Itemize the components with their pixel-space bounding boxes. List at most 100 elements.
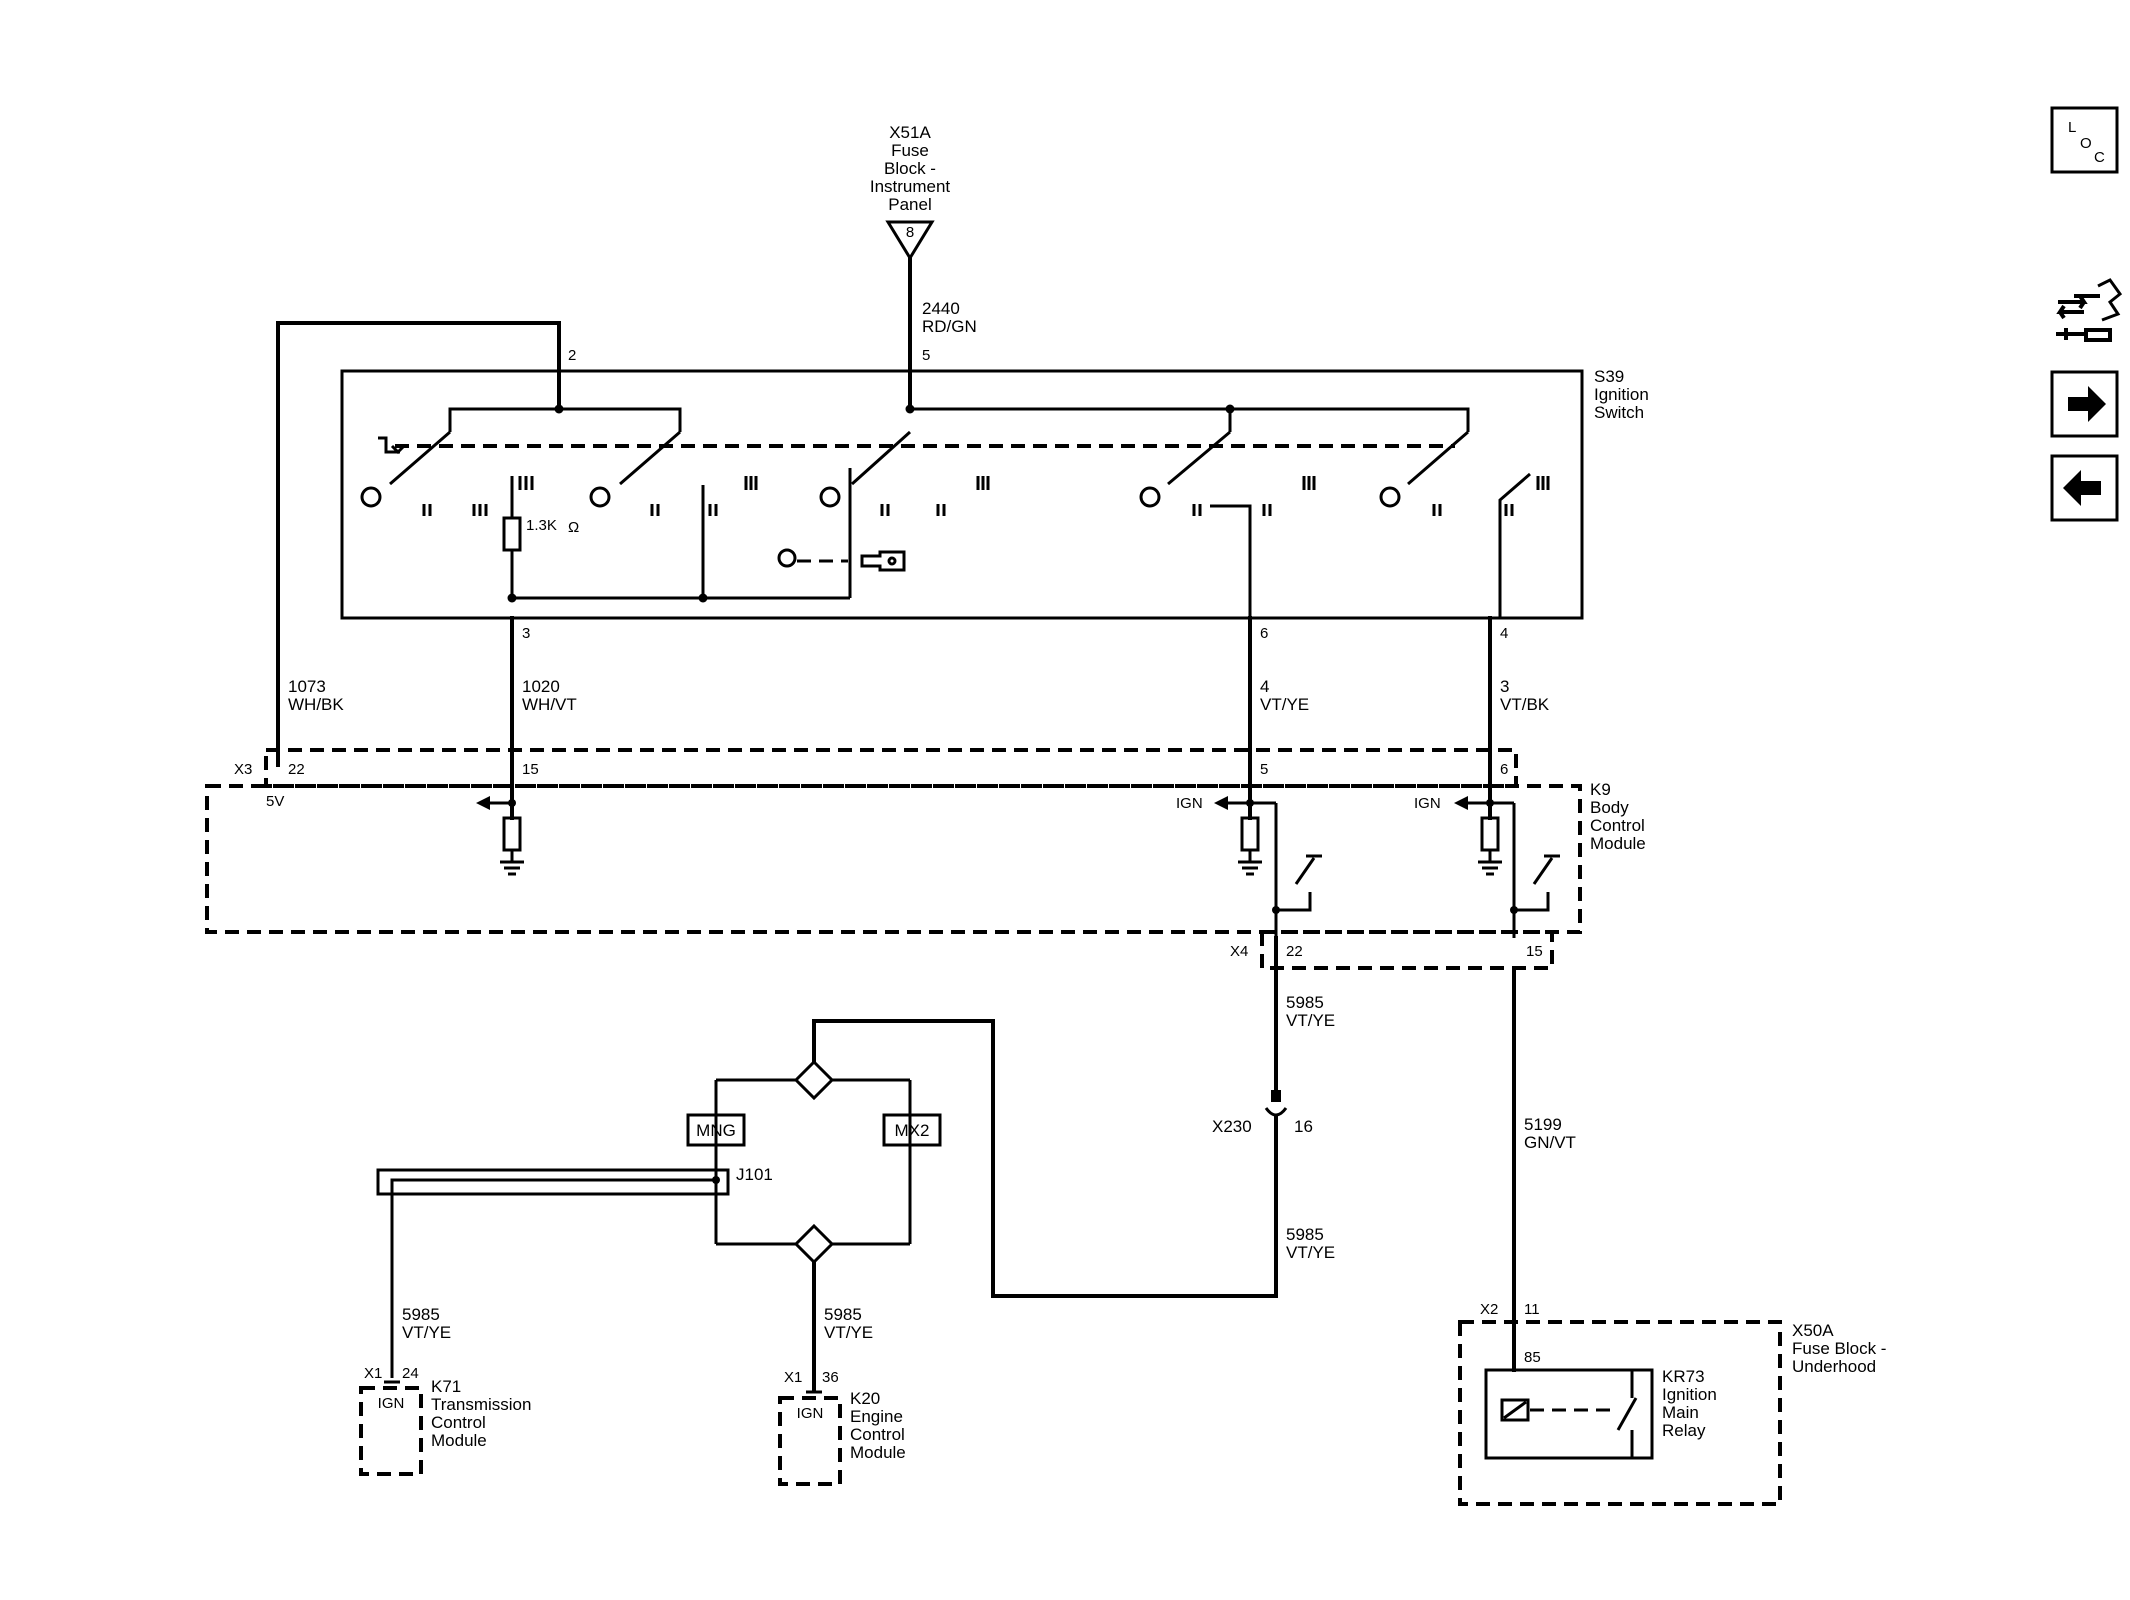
fuse-block-ip-label-1: X51A: [889, 123, 931, 142]
connector-tool-icon: [2056, 278, 2123, 342]
connector-female: [1264, 1107, 1288, 1117]
bcm-pulldown-resistor: [502, 816, 522, 852]
junction-dot: [905, 404, 915, 414]
wire-2440-circuit: 2440: [922, 299, 960, 318]
tcm-wire-circuit: 5985: [402, 1305, 440, 1324]
bcm-box: [205, 784, 1582, 934]
junction-dot: [1272, 906, 1280, 914]
ignition-switch-box: [340, 369, 1584, 620]
ecm-label-1: K20: [850, 1389, 880, 1408]
resistor-unit: Ω: [568, 519, 579, 536]
fuse-pin-label: 8: [906, 224, 914, 241]
engine-control-module: X1 36 IGN K20 Engine Control Module: [778, 1369, 906, 1486]
switch-arm-4: [1167, 430, 1231, 486]
splice-mx2-tag: [882, 1113, 942, 1147]
bcm-ign-label-1: IGN: [1176, 795, 1203, 812]
wire-5985-b-circuit: 5985: [1286, 1225, 1324, 1244]
wire-3-color: VT/BK: [1500, 695, 1550, 714]
wire-5199-color: GN/VT: [1524, 1133, 1576, 1152]
tcm-ign-label: IGN: [378, 1395, 405, 1412]
inline-connector-x230: X230 16: [1212, 1090, 1313, 1136]
bcm-label-1: K9: [1590, 780, 1611, 799]
resistor-value: 1.3K: [526, 517, 557, 534]
junction-dot: [1225, 404, 1235, 414]
bcm-label-3: Control: [1590, 816, 1645, 835]
wire-1020-circuit: 1020: [522, 677, 560, 696]
bcm-ign-label-2: IGN: [1414, 795, 1441, 812]
key-contact: [777, 548, 797, 568]
switch-bus-right: [910, 407, 1470, 432]
wire-5985-lower: [812, 1019, 1278, 1298]
wire-1073-circuit: 1073: [288, 677, 326, 696]
bcm-x3-pin-22: 22: [288, 761, 305, 778]
ignition-pin-4: 4: [1500, 625, 1508, 642]
bcm-input-arrow: [476, 796, 490, 810]
switch-contact-off: [360, 486, 382, 508]
splice-mng-tag: [686, 1113, 746, 1147]
tcm-pin-label: 24: [402, 1365, 419, 1382]
bcm-label-4: Module: [1590, 834, 1646, 853]
wire-5199-circuit: 5199: [1524, 1115, 1562, 1134]
splice-pack-j101: MNG MX2 J101: [376, 1059, 942, 1378]
ignition-pin-5: 5: [922, 347, 930, 364]
relay-label-3: Main: [1662, 1403, 1699, 1422]
wire-4-color: VT/YE: [1260, 695, 1309, 714]
bcm-switch-arm: [1532, 857, 1554, 885]
loc-button[interactable]: L O C: [2050, 106, 2119, 174]
switch-contact-off: [1379, 486, 1401, 508]
wire-5985-a-circuit: 5985: [1286, 993, 1324, 1012]
body-control-module: X3 22 15 5 6 K9 Body Control Module 5V I…: [205, 748, 1646, 970]
tcm-box: [359, 1386, 423, 1476]
ignition-switch-label-2: Ignition: [1594, 385, 1649, 404]
switch-bus-left: [448, 407, 682, 432]
switch-contact-off: [819, 486, 841, 508]
ecm-wire-color: VT/YE: [824, 1323, 873, 1342]
tcm-label-4: Module: [431, 1431, 487, 1450]
bcm-pulldown-resistor: [1240, 816, 1260, 852]
x230-label: X230: [1212, 1117, 1252, 1136]
splice-mx2-label: MX2: [895, 1121, 930, 1140]
wire-5985-b-color: VT/YE: [1286, 1243, 1335, 1262]
connector-tool-button[interactable]: [2056, 278, 2123, 342]
switch-arm-1: [389, 430, 451, 486]
tcm-wire-color: VT/YE: [402, 1323, 451, 1342]
switch-contact-off: [1139, 486, 1161, 508]
splice-diamond-bottom: [793, 1223, 835, 1265]
loc-letter-o: O: [2080, 135, 2092, 152]
bcm-input-arrow: [1454, 796, 1468, 810]
splice-diamond-top: [793, 1059, 835, 1101]
bcm-label-2: Body: [1590, 798, 1629, 817]
tcm-label-1: K71: [431, 1377, 461, 1396]
bcm-output-switch: [1276, 892, 1312, 912]
switch-position-marks: [422, 476, 1550, 516]
ecm-label-3: Control: [850, 1425, 905, 1444]
ecm-wire-circuit: 5985: [824, 1305, 862, 1324]
loc-letter-l: L: [2068, 119, 2076, 136]
next-page-button[interactable]: [2050, 370, 2119, 438]
previous-page-button[interactable]: [2050, 454, 2119, 522]
fuse-terminal-triangle: [885, 220, 935, 261]
loc-letter-c: C: [2094, 149, 2105, 166]
resistor-1-3k: [502, 516, 522, 552]
ground-icon: [1478, 860, 1502, 876]
ecm-label-4: Module: [850, 1443, 906, 1462]
wire-3-circuit: 3: [1500, 677, 1509, 696]
bcm-x3-pin-15: 15: [522, 761, 539, 778]
tcm-label-2: Transmission: [431, 1395, 531, 1414]
arrow-right-icon: [2068, 386, 2106, 422]
wire-1073-color: WH/BK: [288, 695, 344, 714]
underhood-box: [1458, 1320, 1782, 1506]
bcm-pulldown-resistor: [1480, 816, 1500, 852]
switch-arm-5: [1407, 430, 1469, 486]
relay-kr73: [1484, 1368, 1654, 1460]
bcm-x3-pin-6: 6: [1500, 761, 1508, 778]
relay-pin-85: 85: [1524, 1349, 1541, 1366]
tcm-conn-label: X1: [364, 1365, 382, 1382]
relay-coil: [1500, 1398, 1530, 1422]
bcm-output-switch: [1514, 892, 1550, 912]
underhood-pin-label: 11: [1524, 1301, 1540, 1318]
bcm-x3-pin-5: 5: [1260, 761, 1268, 778]
tcm-label-3: Control: [431, 1413, 486, 1432]
connector-male: [1271, 1090, 1281, 1102]
